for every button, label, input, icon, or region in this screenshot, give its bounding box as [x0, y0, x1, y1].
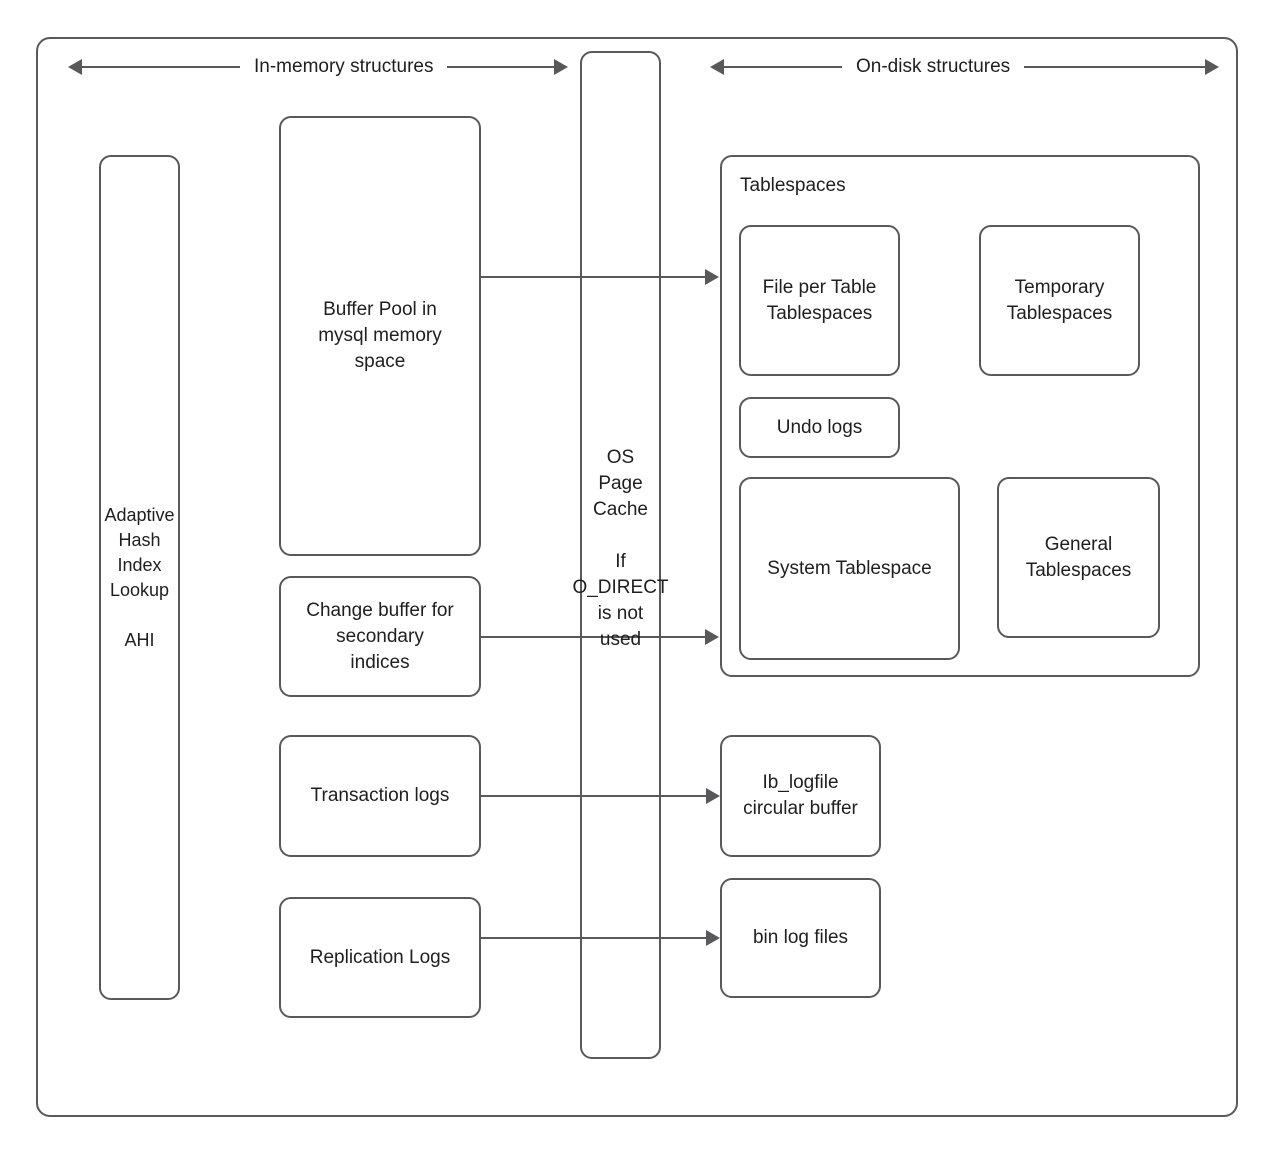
undo-logs-box[interactable]: Undo logs	[739, 397, 900, 458]
transaction-logs-box[interactable]: Transaction logs	[279, 735, 481, 857]
arrow-head-right-icon	[554, 59, 568, 75]
adaptive-hash-index-box[interactable]: Adaptive Hash Index Lookup AHI	[99, 155, 180, 1000]
buffer-pool-box[interactable]: Buffer Pool in mysql memory space	[279, 116, 481, 556]
system-tablespace-box[interactable]: System Tablespace	[739, 477, 960, 660]
arrow-head-right-icon	[705, 629, 719, 645]
replication-logs-box[interactable]: Replication Logs	[279, 897, 481, 1018]
connector-line	[481, 276, 705, 278]
in-memory-structures-header: In-memory structures	[68, 54, 568, 80]
tablespaces-title: Tablespaces	[740, 175, 846, 196]
header-line-left	[82, 66, 240, 68]
header-line-right	[1024, 66, 1205, 68]
connector-line	[481, 636, 705, 638]
arrow-head-right-icon	[705, 269, 719, 285]
temporary-tablespaces-box[interactable]: Temporary Tablespaces	[979, 225, 1140, 376]
tablespaces-group	[720, 155, 1200, 677]
os-page-cache-label: OS Page Cache If O_DIRECT is not used	[572, 447, 669, 650]
in-memory-structures-label: In-memory structures	[254, 56, 434, 77]
connector-change-buffer-to-tablespaces	[481, 629, 719, 645]
connector-transaction-logs-to-ib-logfile	[481, 788, 720, 804]
arrow-head-right-icon	[1205, 59, 1219, 75]
arrow-head-right-icon	[706, 930, 720, 946]
arrow-head-left-icon	[710, 59, 724, 75]
connector-line	[481, 795, 706, 797]
connector-line	[481, 937, 706, 939]
bin-log-files-box[interactable]: bin log files	[720, 878, 881, 998]
header-line-right	[447, 66, 554, 68]
arrow-head-left-icon	[68, 59, 82, 75]
general-tablespaces-box[interactable]: General Tablespaces	[997, 477, 1160, 638]
connector-replication-logs-to-bin-log-files	[481, 930, 720, 946]
arrow-head-right-icon	[706, 788, 720, 804]
os-page-cache-box[interactable]	[580, 51, 661, 1059]
on-disk-structures-header: On-disk structures	[710, 54, 1219, 80]
on-disk-structures-label: On-disk structures	[856, 56, 1011, 77]
change-buffer-box[interactable]: Change buffer for secondary indices	[279, 576, 481, 697]
header-line-left	[724, 66, 842, 68]
outer-boundary	[36, 37, 1238, 1117]
ib-logfile-circular-buffer-box[interactable]: Ib_logfile circular buffer	[720, 735, 881, 857]
file-per-table-tablespaces-box[interactable]: File per Table Tablespaces	[739, 225, 900, 376]
connector-buffer-pool-to-tablespaces	[481, 269, 719, 285]
